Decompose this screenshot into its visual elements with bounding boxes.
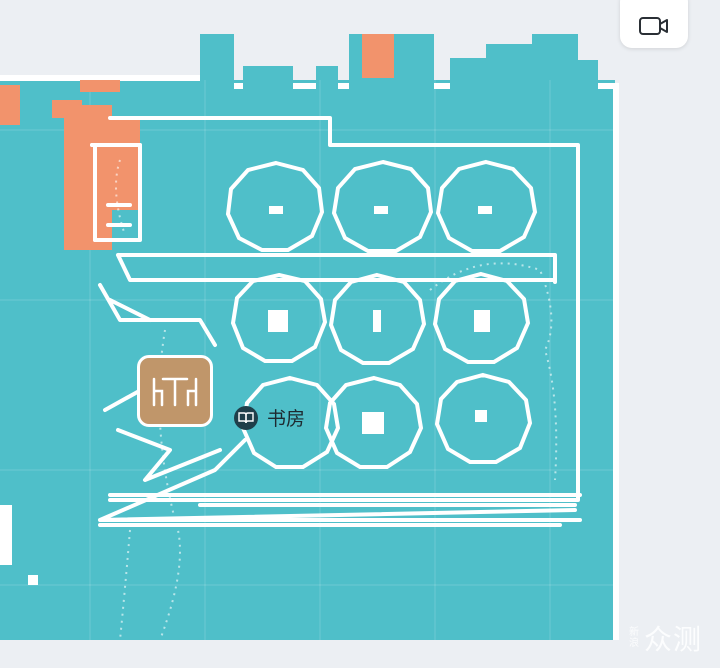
book-icon <box>234 405 258 430</box>
ring-centers <box>268 206 492 434</box>
room-label[interactable]: 书房 <box>234 404 305 431</box>
table-chairs-icon <box>152 377 198 407</box>
obstacle-area <box>0 34 394 250</box>
wall-fragments <box>0 505 38 585</box>
cleaning-rings <box>225 159 538 469</box>
watermark-name: 众测 <box>644 624 703 655</box>
wall-outline <box>0 75 619 640</box>
traversal-trail <box>115 159 558 641</box>
dining-table-marker[interactable] <box>137 355 213 427</box>
camera-button[interactable] <box>620 0 688 48</box>
room-name: 书房 <box>267 409 306 430</box>
video-camera-icon <box>639 17 668 35</box>
watermark: 新浪 众测 <box>628 618 702 658</box>
watermark-brand: 新浪 <box>629 627 639 649</box>
